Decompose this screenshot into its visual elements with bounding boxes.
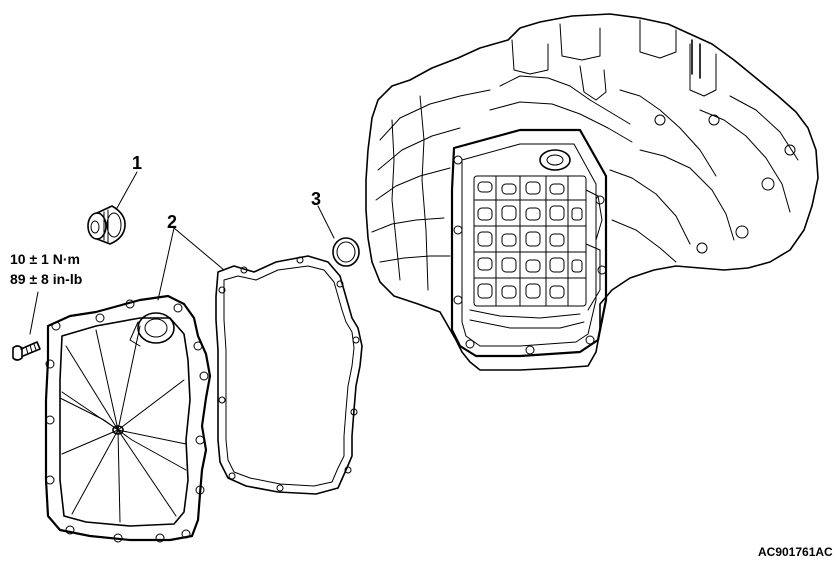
callout-2-label: 2 <box>167 212 178 232</box>
callout-1-label: 1 <box>132 153 143 173</box>
figure-code: AC901761AC <box>758 545 833 559</box>
oil-pan-bolt <box>12 291 41 361</box>
transaxle-assembly <box>365 13 819 371</box>
torque-spec-metric: 10 ± 1 N·m <box>10 251 80 267</box>
oil-pan-gasket <box>215 255 363 495</box>
torque-spec-imperial: 89 ± 8 in-lb <box>10 271 83 287</box>
torque-spec: 10 ± 1 N·m 89 ± 8 in-lb <box>10 249 82 289</box>
part-2-leaders <box>157 227 225 301</box>
part-3-o-ring <box>317 205 360 267</box>
part-1-sensor <box>87 171 138 245</box>
oil-pan-cover <box>44 294 212 543</box>
callout-3-label: 3 <box>311 189 322 209</box>
